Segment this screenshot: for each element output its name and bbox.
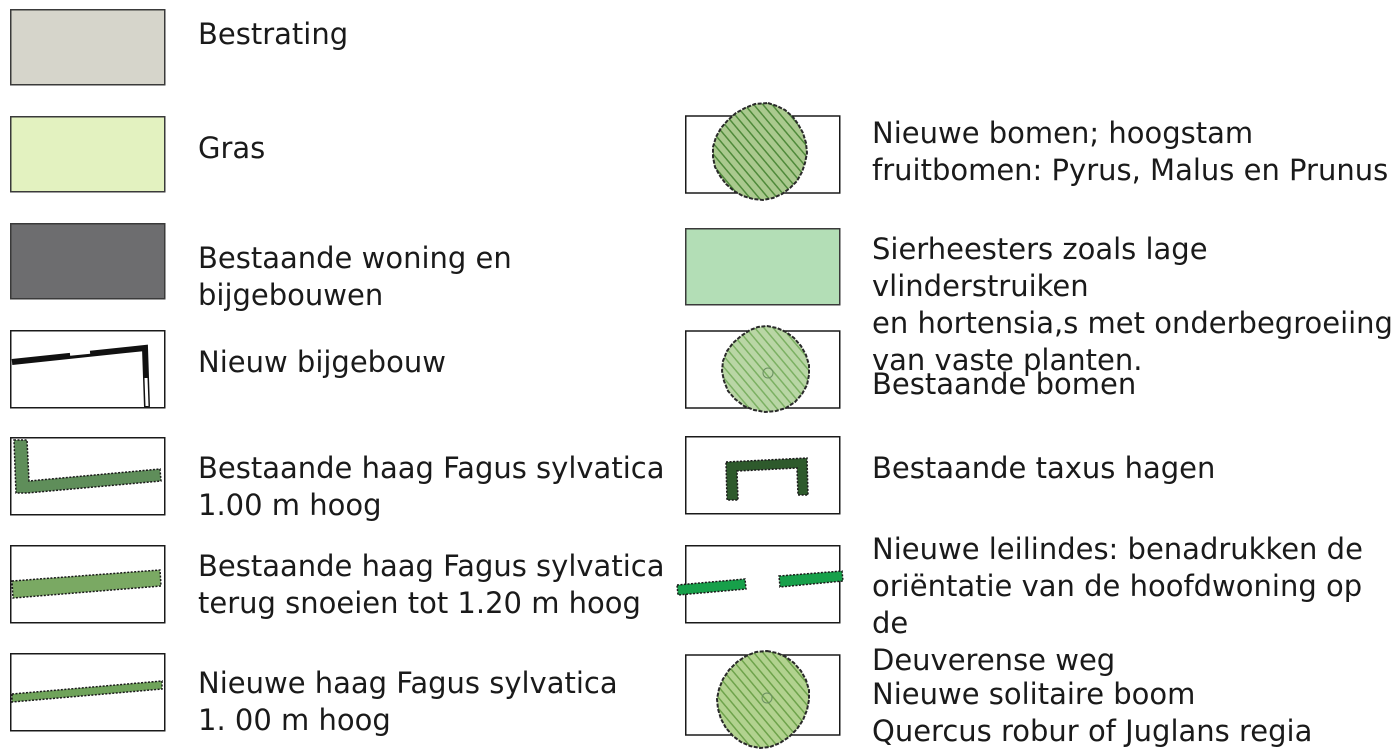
legend-label-nieuwe-bomen: Nieuwe bomen; hoogstam fruitbomen: Pyrus… bbox=[872, 116, 1389, 187]
shrubs-swatch-icon bbox=[685, 228, 841, 306]
existing-yew-hedge-icon bbox=[685, 436, 841, 515]
existing-hedge-corner-icon bbox=[10, 437, 166, 516]
new-outbuilding-icon bbox=[10, 330, 166, 409]
paving-swatch-icon bbox=[10, 9, 166, 86]
existing-tree-icon bbox=[685, 324, 841, 414]
legend-label-taxus-hagen: Bestaande taxus hagen bbox=[872, 451, 1216, 485]
legend-label-nieuwe-haag: Nieuwe haag Fagus sylvatica 1. 00 m hoog bbox=[198, 666, 618, 737]
legend-label-bestaande-woning: Bestaande woning en bijgebouwen bbox=[198, 241, 512, 312]
legend-label-bestrating: Bestrating bbox=[198, 17, 349, 51]
legend-label-bestaande-haag-2: Bestaande haag Fagus sylvatica terug sno… bbox=[198, 549, 665, 620]
legend-label-sierheesters: Sierheesters zoals lage vlinderstruiken … bbox=[872, 232, 1393, 377]
legend-label-bestaande-bomen: Bestaande bomen bbox=[872, 367, 1137, 401]
legend-label-gras: Gras bbox=[198, 131, 266, 165]
new-solitary-tree-icon bbox=[685, 649, 841, 750]
existing-building-swatch-icon bbox=[10, 223, 166, 300]
new-hedge-icon bbox=[10, 653, 166, 732]
legend-label-nieuwe-leilindes: Nieuwe leilindes: benadrukken de oriënta… bbox=[872, 532, 1363, 677]
new-fruit-tree-icon bbox=[685, 101, 841, 202]
legend-label-nieuw-bijgebouw: Nieuw bijgebouw bbox=[198, 345, 446, 379]
legend-label-bestaande-haag-1: Bestaande haag Fagus sylvatica 1.00 m ho… bbox=[198, 451, 665, 522]
new-lime-trees-icon bbox=[676, 545, 844, 624]
legend-label-nieuwe-solitaire-boom: Nieuwe solitaire boom Quercus robur of J… bbox=[872, 677, 1313, 748]
pruned-hedge-icon bbox=[10, 545, 166, 624]
grass-swatch-icon bbox=[10, 116, 166, 193]
